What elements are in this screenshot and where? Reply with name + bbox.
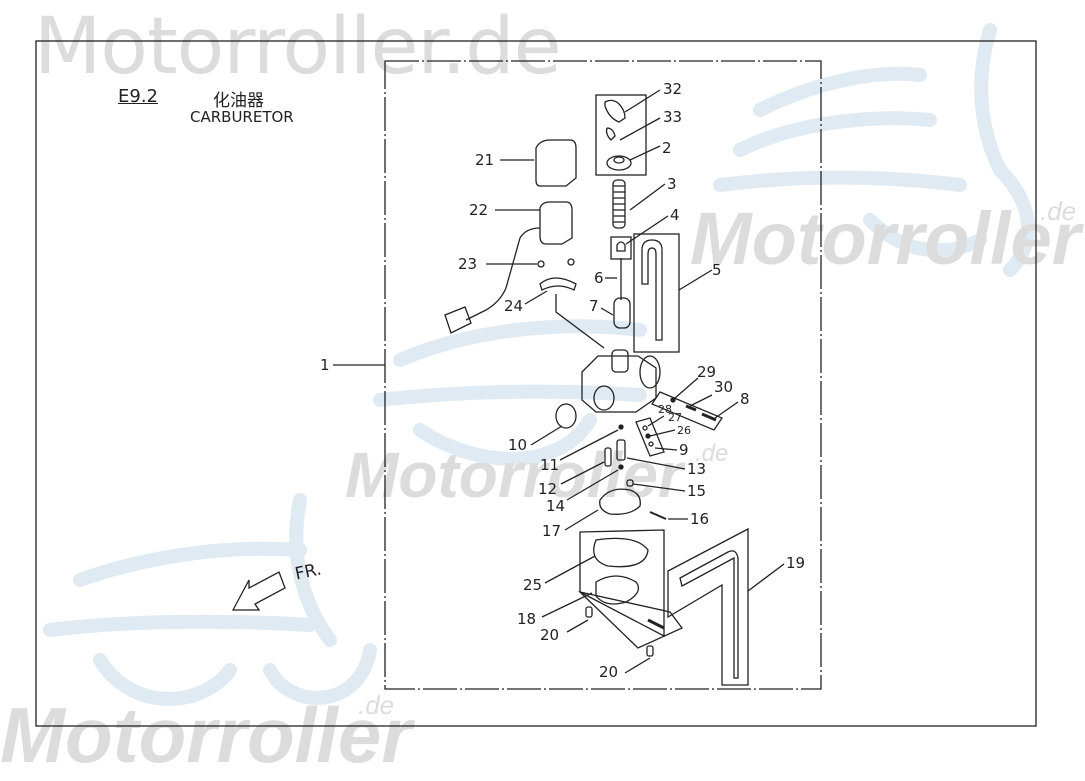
callout-3: 3 — [667, 175, 677, 193]
callout-30: 30 — [714, 378, 734, 396]
callout-13: 13 — [687, 460, 707, 478]
callout-24: 24 — [504, 297, 524, 315]
callout-32: 32 — [663, 80, 683, 98]
callout-25: 25 — [523, 576, 543, 594]
callout-27: 27 — [668, 411, 682, 424]
watermark-right: Motorroller — [690, 197, 1081, 280]
watermark-top: Motorroller.de — [34, 2, 562, 92]
callout-23: 23 — [458, 255, 478, 273]
callout-26: 26 — [677, 424, 691, 437]
title-english: CARBURETOR — [190, 108, 294, 126]
callout-20-lower: 20 — [599, 663, 619, 681]
callout-10: 10 — [508, 436, 528, 454]
callout-12: 12 — [538, 480, 558, 498]
callout-22: 22 — [469, 201, 489, 219]
section-code: E9.2 — [118, 86, 158, 107]
outer-frame — [35, 40, 1037, 727]
callout-15: 15 — [687, 482, 707, 500]
callout-28: 28 — [658, 403, 672, 416]
callout-33: 33 — [663, 108, 683, 126]
callout-14: 14 — [546, 497, 566, 515]
callout-9: 9 — [679, 441, 689, 459]
watermark-bottom-suffix: .de — [358, 690, 395, 720]
callout-20-upper: 20 — [540, 626, 560, 644]
callout-6: 6 — [594, 269, 604, 287]
callout-11: 11 — [540, 456, 560, 474]
callout-4: 4 — [670, 206, 680, 224]
watermark-right-suffix: .de — [1040, 196, 1077, 226]
callout-5: 5 — [712, 261, 722, 279]
callout-18: 18 — [517, 610, 537, 628]
callout-19: 19 — [786, 554, 806, 572]
spring — [612, 179, 626, 229]
callout-17: 17 — [542, 522, 562, 540]
title-chinese: 化油器 — [213, 91, 264, 111]
watermark-bottom: Motorroller — [0, 691, 412, 779]
carburetor-body — [581, 349, 661, 413]
callout-16: 16 — [690, 510, 710, 528]
assembly-frame — [384, 60, 822, 690]
callout-29: 29 — [697, 363, 717, 381]
callout-7: 7 — [589, 297, 599, 315]
callout-8: 8 — [740, 390, 750, 408]
watermark-middle: Motorroller — [345, 439, 683, 511]
callout-2: 2 — [662, 139, 672, 157]
watermark-middle-suffix: .de — [695, 440, 729, 467]
callout-21: 21 — [475, 151, 495, 169]
callout-1: 1 — [320, 356, 330, 374]
